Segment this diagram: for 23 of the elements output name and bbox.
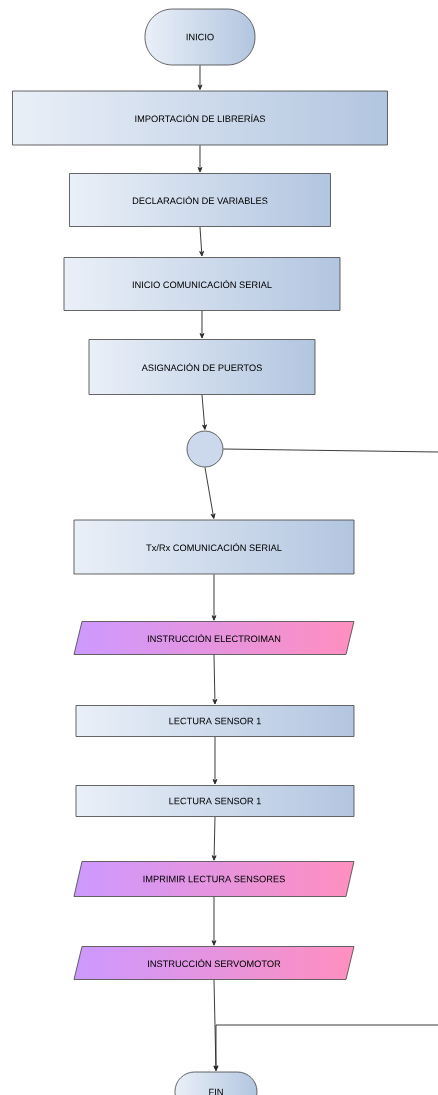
io-parallelogram: IMPRIMIR LECTURA SENSORES <box>73 861 355 897</box>
arrow <box>212 736 218 785</box>
arrow <box>201 394 207 430</box>
arrow <box>211 896 217 946</box>
arrow <box>212 654 218 705</box>
io-parallelogram: INSTRUCCIÓN SERVOMOTOR <box>73 946 355 980</box>
arrow <box>204 466 216 519</box>
arrow <box>197 144 203 173</box>
process-box: INICIO COMUNICACIÓN SERIAL <box>63 257 341 311</box>
arrow <box>197 64 203 90</box>
io-parallelogram: INSTRUCCIÓN ELECTROIMAN <box>73 621 355 655</box>
arrow <box>199 310 205 339</box>
process-box: LECTURA SENSOR 1 <box>75 705 355 737</box>
process-box: IMPORTACIÓN DE LIBRERÍAS <box>12 90 388 146</box>
process-box: LECTURA SENSOR 1 <box>75 785 355 817</box>
circle <box>186 430 224 468</box>
process-box: Tx/Rx COMUNICACIÓN SERIAL <box>73 519 355 575</box>
arrow <box>199 226 205 257</box>
arrow <box>211 573 217 621</box>
arrow <box>211 816 217 861</box>
arrow <box>213 1024 438 1071</box>
process-box: DECLARACIÓN DE VARIABLES <box>69 173 331 227</box>
process-box: ASIGNACIÓN DE PUERTOS <box>88 339 316 395</box>
